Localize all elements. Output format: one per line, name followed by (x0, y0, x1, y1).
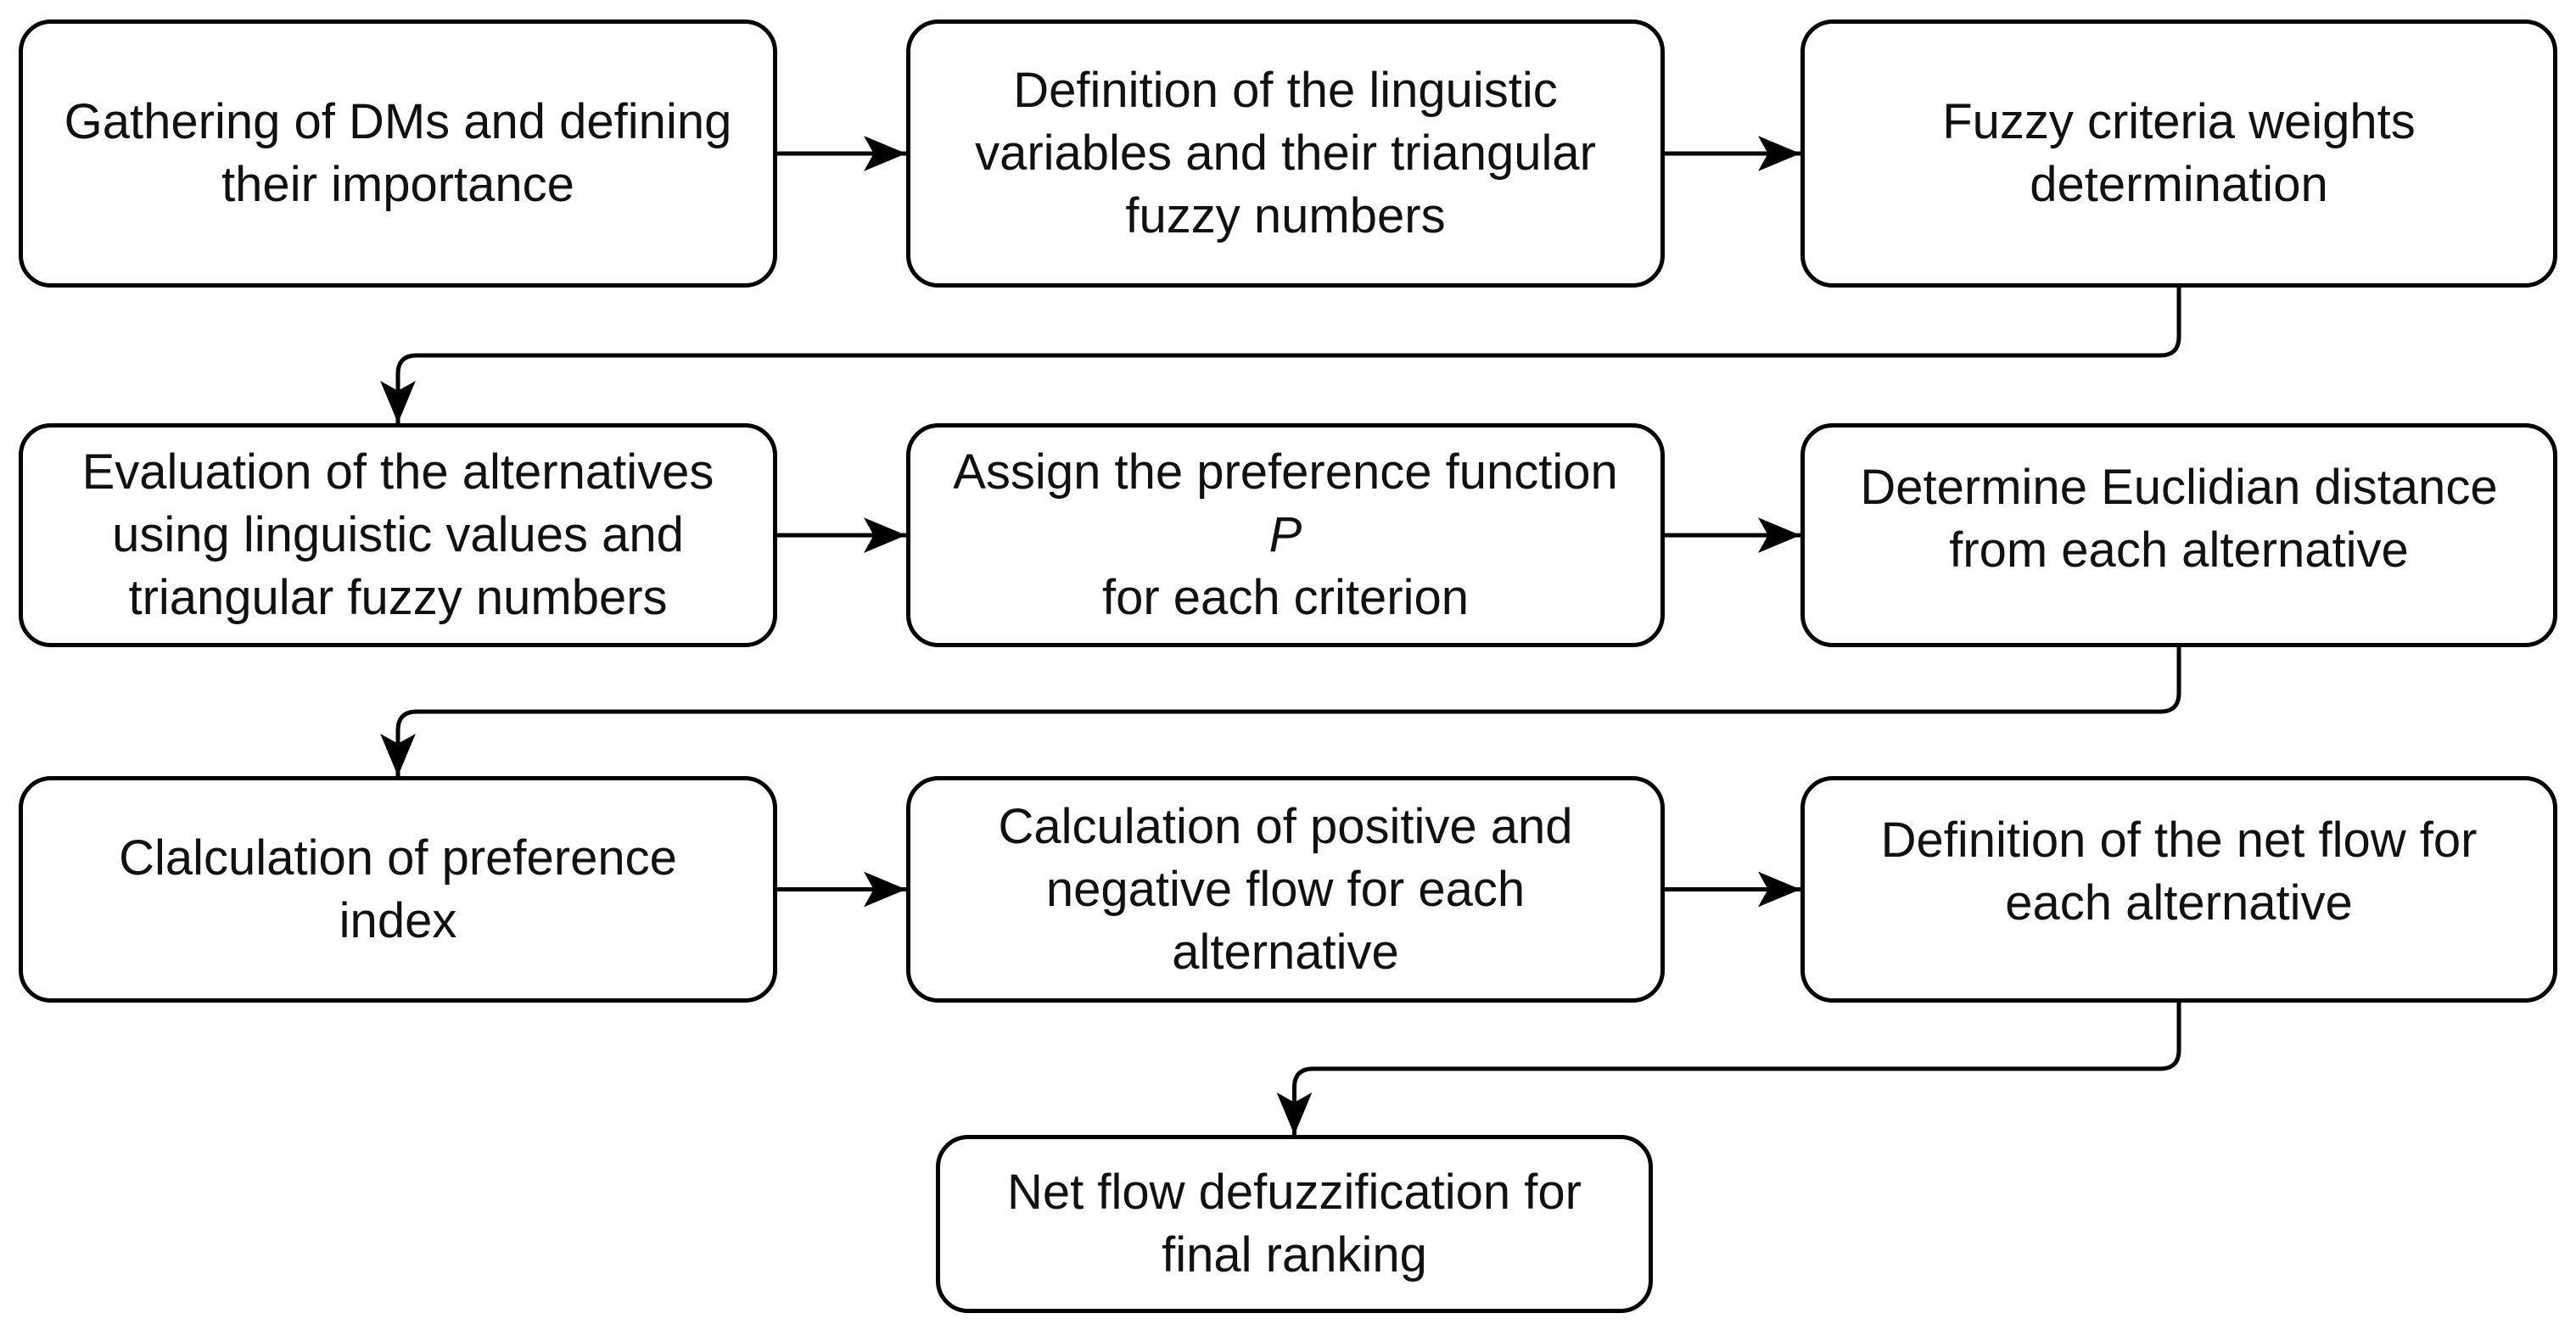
flow-box-net-flow-defuzzification-line-2: final ranking (1162, 1227, 1427, 1282)
flow-box-gathering-dms-line-1: Gathering of DMs and defining (64, 94, 732, 149)
flow-box-net-flow-defuzzification: Net flow defuzzification for final rankin… (936, 1135, 1653, 1313)
flow-box-definition-net-flow: Definition of the net flow for each alter… (1800, 776, 2557, 1003)
flow-box-gathering-dms: Gathering of DMs and defining their impor… (19, 20, 777, 288)
flow-box-definition-linguistic-variables-line-1: Definition of the linguistic (1013, 63, 1558, 118)
flow-box-calculation-positive-negative-flow: Calculation of positive and negative flow… (906, 776, 1665, 1003)
flow-box-assign-preference-function-line-3: for each criterion (1102, 570, 1469, 625)
flow-box-calculation-preference-index: Clalculation of preference index (19, 776, 777, 1003)
flow-box-evaluation-alternatives-line-2: using linguistic values and (112, 507, 684, 562)
flow-box-fuzzy-criteria-weights-line-1: Fuzzy criteria weights (1942, 94, 2416, 149)
flow-box-definition-net-flow-line-2: each alternative (2005, 875, 2353, 930)
flow-box-evaluation-alternatives-line-1: Evaluation of the alternatives (81, 444, 714, 500)
flow-box-evaluation-alternatives: Evaluation of the alternatives using ling… (19, 423, 777, 647)
flow-box-fuzzy-criteria-weights-line-2: determination (2030, 157, 2328, 212)
edge-determine-euclidian-distance-to-calculation-preference-index (380, 647, 2181, 776)
edge-fuzzy-criteria-weights-to-evaluation-alternatives (380, 288, 2181, 423)
flow-box-evaluation-alternatives-line-3: triangular fuzzy numbers (128, 570, 668, 625)
flow-box-calculation-positive-negative-flow-line-1: Calculation of positive and (998, 798, 1573, 854)
flow-box-calculation-positive-negative-flow-line-3: alternative (1172, 924, 1399, 980)
flow-box-fuzzy-criteria-weights: Fuzzy criteria weights determination (1800, 20, 2557, 288)
flow-box-assign-preference-function-line-1: Assign the preference function (953, 444, 1618, 500)
flow-box-definition-linguistic-variables-line-3: fuzzy numbers (1125, 188, 1446, 243)
flow-box-determine-euclidian-distance-line-1: Determine Euclidian distance (1860, 460, 2498, 515)
flow-box-definition-linguistic-variables-line-2: variables and their triangular (975, 126, 1596, 181)
edge-definition-net-flow-to-net-flow-defuzzification (1276, 1003, 2181, 1135)
flow-box-calculation-positive-negative-flow-line-2: negative flow for each (1045, 861, 1526, 917)
flow-box-net-flow-defuzzification-line-1: Net flow defuzzification for (1007, 1165, 1582, 1220)
flow-box-definition-net-flow-line-1: Definition of the net flow for (1880, 813, 2478, 868)
flow-box-determine-euclidian-distance: Determine Euclidian distance from each al… (1800, 423, 2557, 647)
flow-box-calculation-preference-index-line-1: Clalculation of preference (119, 830, 677, 886)
flow-box-determine-euclidian-distance-line-2: from each alternative (1949, 522, 2409, 578)
flow-box-calculation-preference-index-line-2: index (339, 892, 457, 948)
flow-box-definition-linguistic-variables: Definition of the linguistic variables an… (906, 20, 1665, 288)
flow-box-gathering-dms-line-2: their importance (221, 157, 574, 212)
flow-box-assign-preference-function-line-2: P (1268, 507, 1302, 562)
